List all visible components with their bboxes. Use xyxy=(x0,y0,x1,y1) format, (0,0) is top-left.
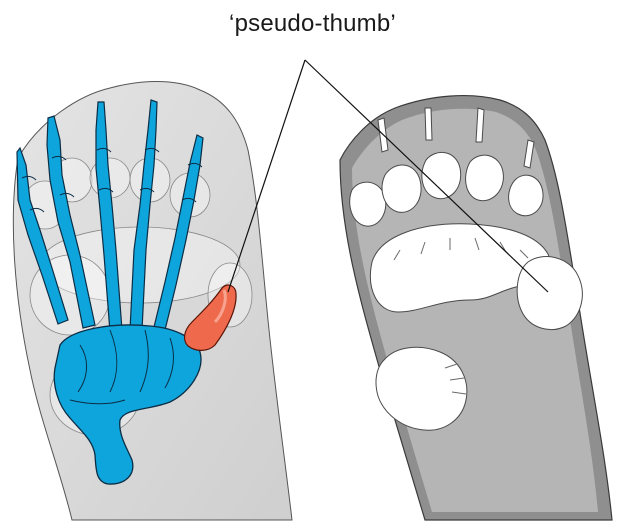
pseudo-thumb-pad xyxy=(517,257,582,330)
carpal-pad xyxy=(376,347,467,430)
skeletal-hand-panel xyxy=(13,82,292,521)
paw-pad-panel xyxy=(340,96,612,520)
